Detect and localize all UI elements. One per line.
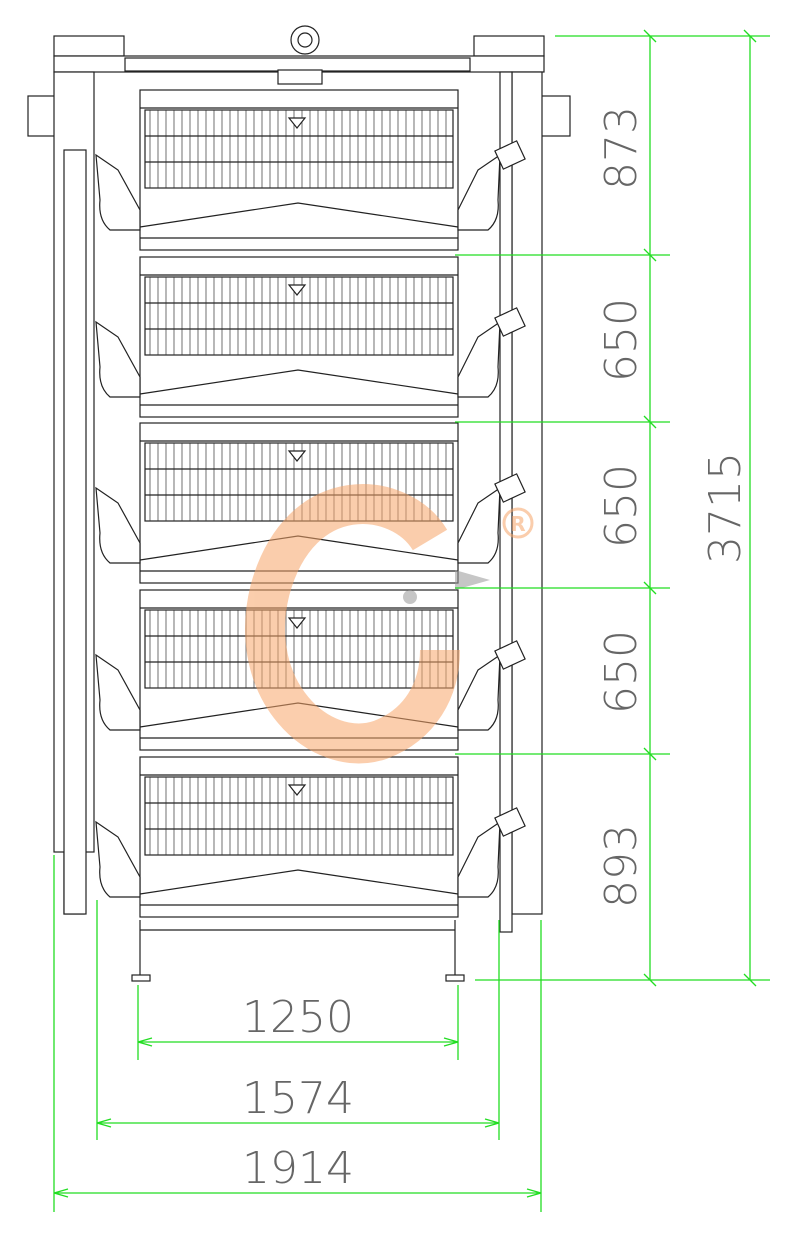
dim-arrow [643, 29, 657, 43]
feeder-motor [494, 307, 526, 337]
egg-tray-floor [139, 869, 459, 895]
cage-frame [27, 25, 571, 982]
feeder-motor [494, 140, 526, 170]
dimension-lines: 873 650 650 650 893 3715 1250 1574 1914 [53, 29, 770, 1212]
dim-tier-4: 650 [596, 630, 647, 714]
dim-arrow [526, 1192, 542, 1198]
right-frame [499, 71, 513, 933]
left-feed-trough [95, 820, 141, 898]
logo-beak [455, 570, 490, 590]
dim-arrow [643, 415, 657, 429]
dim-arrow [743, 29, 757, 43]
left-top-bracket [53, 35, 125, 57]
right-feed-trough [457, 820, 501, 898]
watermark-logo: R [245, 484, 534, 764]
dim-tier-3: 650 [596, 464, 647, 548]
feeder-motor [494, 473, 526, 503]
top-rail [124, 57, 471, 72]
dim-arrow [137, 1041, 153, 1047]
dim-arrow [96, 1122, 112, 1128]
left-feed-trough [95, 653, 141, 731]
drive-motor-hub [297, 32, 313, 48]
dim-arrow [526, 1188, 542, 1194]
dim-arrow [53, 1192, 69, 1198]
dim-arrow [484, 1118, 500, 1124]
dim-arrow [484, 1122, 500, 1128]
left-feed-trough [95, 320, 141, 398]
cage-tier [95, 756, 526, 918]
left-feed-trough [95, 153, 141, 231]
dim-width-1250: 1250 [242, 992, 354, 1043]
door-latch [287, 117, 307, 129]
dim-tier-5: 893 [596, 824, 647, 908]
left-foot [131, 974, 151, 982]
right-foot [445, 974, 465, 982]
egg-tray-floor [139, 202, 459, 228]
logo-comb [341, 490, 426, 523]
drive-motor [290, 25, 320, 55]
dim-arrow [643, 581, 657, 595]
drive-gearbox [277, 69, 323, 85]
egg-tray-floor [139, 369, 459, 395]
cage-tier [95, 256, 526, 418]
left-elevator-pipe [63, 149, 87, 915]
door-latch [287, 284, 307, 296]
cage-tier [95, 89, 526, 251]
right-feed-trough [457, 653, 501, 731]
dim-total-height: 3715 [700, 452, 751, 564]
logo-eye [403, 590, 417, 604]
dim-arrow [643, 973, 657, 987]
dim-width-1574: 1574 [242, 1073, 354, 1124]
dim-arrow [443, 1041, 459, 1047]
registered-mark [502, 507, 534, 539]
dim-arrow [53, 1188, 69, 1194]
dim-tier-1: 873 [596, 106, 647, 190]
right-top-bracket [473, 35, 545, 57]
right-feed-trough [457, 153, 501, 231]
right-feed-trough [457, 486, 501, 564]
dim-arrow [137, 1037, 153, 1043]
registered-symbol: R [510, 512, 525, 536]
door-latch [287, 617, 307, 629]
dim-arrow [643, 248, 657, 262]
left-feed-trough [95, 486, 141, 564]
door-latch [287, 784, 307, 796]
dim-arrow [643, 747, 657, 761]
feeder-motor [494, 640, 526, 670]
cage-door-grille [144, 776, 454, 856]
dim-tier-2: 650 [596, 298, 647, 382]
dim-arrow [743, 973, 757, 987]
dim-arrow [96, 1118, 112, 1124]
feeder-motor [494, 807, 526, 837]
dim-width-1914: 1914 [242, 1143, 354, 1194]
right-feed-trough [457, 320, 501, 398]
door-latch [287, 450, 307, 462]
dim-arrow [443, 1037, 459, 1043]
